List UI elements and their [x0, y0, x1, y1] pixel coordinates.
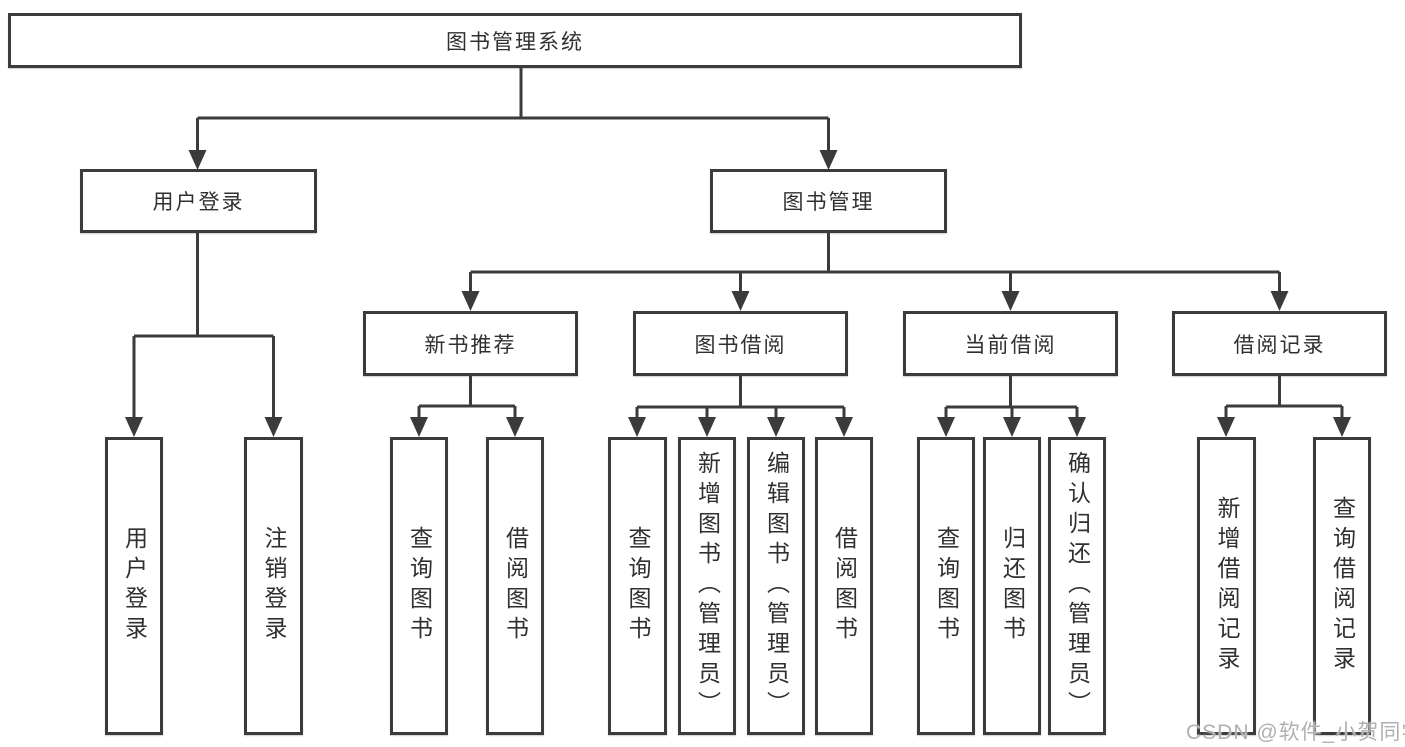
node-book-borrow-label: 图书借阅 [694, 333, 787, 357]
leaf-add-books-admin: 新增图书（管理员） [678, 437, 736, 735]
node-current-borrow: 当前借阅 [903, 311, 1118, 376]
node-root: 图书管理系统 [8, 13, 1022, 68]
node-book-borrow: 图书借阅 [633, 311, 848, 376]
node-book-mgmt: 图书管理 [710, 169, 947, 233]
leaf-return-books: 归还图书 [983, 437, 1041, 735]
leaf-query-books-borrow: 查询图书 [608, 437, 667, 735]
leaf-borrow-books-label: 借阅图书 [831, 526, 858, 646]
csdn-watermark: CSDN @软件_小贺同学 [1186, 721, 1405, 744]
leaf-add-borrow-record: 新增借阅记录 [1197, 437, 1256, 735]
leaf-query-books-current: 查询图书 [917, 437, 975, 735]
leaf-logout: 注销登录 [244, 437, 303, 735]
leaf-confirm-return-admin-label: 确认归还（管理员） [1064, 451, 1091, 721]
leaf-edit-books-admin: 编辑图书（管理员） [747, 437, 805, 735]
node-user-login: 用户登录 [80, 169, 317, 233]
edge-current-borrow-children [944, 376, 1079, 421]
node-borrow-records: 借阅记录 [1172, 311, 1387, 376]
leaf-query-borrow-record-label: 查询借阅记录 [1329, 496, 1356, 676]
leaf-add-borrow-record-label: 新增借阅记录 [1214, 496, 1240, 676]
edge-book-mgmt-children [469, 233, 1281, 295]
leaf-borrow-books: 借阅图书 [815, 437, 873, 735]
leaf-query-books-current-label: 查询图书 [933, 526, 960, 646]
leaf-query-borrow-record: 查询借阅记录 [1313, 437, 1371, 735]
edge-book-borrow-children [635, 376, 846, 421]
leaf-logout-label: 注销登录 [261, 526, 287, 646]
node-current-borrow-label: 当前借阅 [964, 333, 1057, 357]
edge-root-to-level2 [196, 68, 830, 154]
leaf-user-login-label: 用户登录 [121, 526, 148, 646]
leaf-query-books-borrow-label: 查询图书 [625, 526, 651, 646]
node-borrow-records-label: 借阅记录 [1233, 333, 1326, 357]
leaf-query-books-recommend-label: 查询图书 [406, 526, 433, 646]
node-book-mgmt-label: 图书管理 [782, 191, 875, 214]
leaf-query-books-recommend: 查询图书 [390, 437, 448, 735]
edge-user-login-children [132, 233, 275, 421]
arrowheads [125, 150, 1351, 437]
edge-new-book-children [417, 376, 517, 421]
node-root-label: 图书管理系统 [446, 30, 584, 54]
node-new-book-recommend: 新书推荐 [363, 311, 578, 376]
leaf-add-books-admin-label: 新增图书（管理员） [694, 451, 721, 721]
leaf-borrow-books-recommend: 借阅图书 [486, 437, 544, 735]
leaf-confirm-return-admin: 确认归还（管理员） [1048, 437, 1106, 735]
edge-borrow-records-children [1224, 376, 1344, 421]
leaf-borrow-books-recommend-label: 借阅图书 [502, 526, 529, 646]
leaf-user-login: 用户登录 [105, 437, 163, 735]
node-new-book-recommend-label: 新书推荐 [424, 333, 517, 357]
leaf-return-books-label: 归还图书 [999, 526, 1026, 646]
node-user-login-label: 用户登录 [152, 191, 245, 214]
leaf-edit-books-admin-label: 编辑图书（管理员） [763, 451, 790, 721]
